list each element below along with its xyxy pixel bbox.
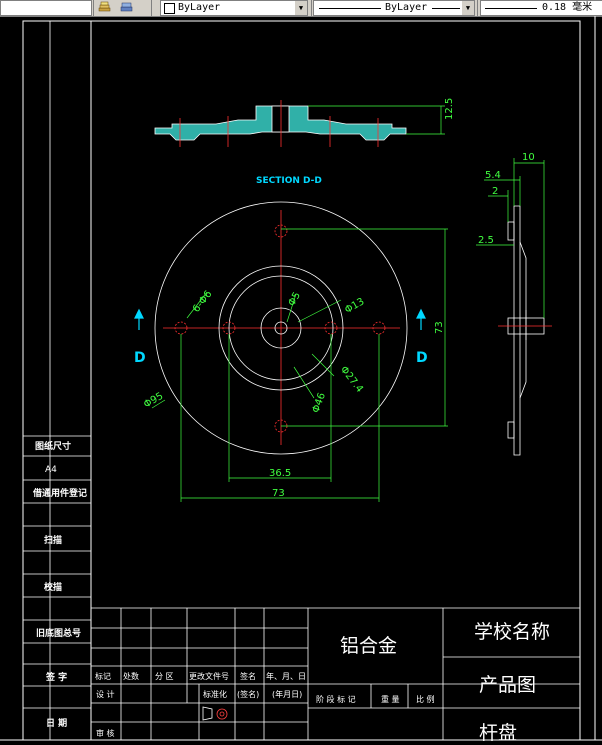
color-control-dropdown[interactable]: ByLayer ▼	[160, 0, 308, 16]
dim-outer-text: Φ95	[142, 391, 165, 411]
revision-col-mark: 标记	[95, 671, 111, 681]
toolbar-separator	[311, 0, 312, 16]
dim-holes-text: 6-Φ6	[191, 289, 215, 315]
dim-vertical-text: 73	[434, 321, 445, 334]
linetype-sample-line	[319, 8, 381, 9]
toolbar-separator	[151, 0, 152, 16]
drawing-size-label: 图纸尺寸	[35, 440, 71, 452]
linetype-sample-line-right	[432, 8, 460, 9]
layer-stack-icon[interactable]	[98, 1, 111, 13]
left-side-strip	[23, 21, 91, 740]
section-arrow-right-icon	[416, 308, 426, 330]
revision-col-date: 年、月、日	[266, 671, 306, 681]
trace-label: 扫描	[44, 534, 62, 546]
revision-col-doc: 更改文件号	[189, 671, 229, 681]
plan-view: 6-Φ6 Φ5 Φ13 Φ27.4 Φ46 Φ95 73 36.5 73 D D	[134, 201, 448, 502]
review-label: 审 核	[96, 728, 115, 738]
drawing-canvas[interactable]: 图纸尺寸 A4 借通用件登记 扫描 校描 旧底图总号 签 字 日 期 标记 处数…	[0, 16, 602, 745]
dim-d46-text: Φ46	[311, 391, 328, 414]
outer-circle	[154, 201, 408, 455]
color-control-value: ByLayer	[178, 2, 221, 13]
material-text: 铝合金	[340, 635, 397, 657]
projection-symbol-icon	[202, 706, 228, 721]
part-name-text: 杆盘	[479, 722, 517, 744]
date-label: 日 期	[46, 717, 67, 729]
dim-bore-text: Φ5	[286, 290, 303, 308]
lineweight-control-dropdown[interactable]: 0.18 毫米	[480, 0, 602, 16]
bore-circle	[274, 321, 288, 335]
signature-label: 签 字	[45, 671, 67, 683]
revision-col-zone: 分 区	[155, 672, 174, 681]
design-label: 设 计	[96, 689, 115, 699]
chevron-down-icon[interactable]: ▼	[462, 1, 474, 15]
lineweight-control-value: 0.18 毫米	[542, 2, 593, 13]
properties-toolbar: ByLayer ▼ ByLayer ▼ 0.18 毫米	[0, 0, 602, 17]
title-block-grid	[91, 607, 580, 740]
ring-outer	[218, 265, 344, 391]
section-label-text: SECTION D-D	[256, 176, 322, 186]
scale-label: 比 例	[416, 694, 435, 704]
dim-side-b-text: 2	[492, 186, 498, 197]
proof-label: 校描	[44, 581, 62, 593]
dim-thickness-text: 12.5	[444, 98, 455, 120]
dim-73-text: 73	[272, 488, 285, 499]
revision-col-sign: 签名	[240, 671, 256, 681]
lineweight-sample-line	[485, 8, 537, 9]
color-swatch	[164, 3, 175, 14]
standardize-label: 标准化	[203, 689, 227, 699]
linetype-control-value: ByLayer	[385, 2, 428, 13]
view-marker-left: D	[134, 350, 146, 366]
dim-d274-text: Φ27.4	[338, 364, 365, 395]
section-arrow-left-icon	[134, 308, 144, 330]
drawing-size-value: A4	[45, 465, 57, 475]
toolbar-separator	[477, 0, 478, 16]
sign-label: (签名)	[237, 689, 259, 699]
dim-side-c-text: 2.5	[478, 235, 494, 246]
date-paren-label: (年月日)	[272, 689, 302, 699]
weight-label: 重 量	[381, 694, 400, 704]
linetype-control-dropdown[interactable]: ByLayer ▼	[313, 0, 475, 16]
borrowed-parts-label: 借通用件登记	[32, 487, 87, 499]
school-name-text: 学校名称	[474, 621, 550, 643]
chevron-down-icon[interactable]: ▼	[295, 1, 307, 15]
side-view: 10 5.4 2 2.5	[476, 152, 552, 456]
layer-previous-icon[interactable]	[120, 1, 133, 13]
dim-365-text: 36.5	[269, 468, 291, 479]
ring-inner	[228, 275, 334, 381]
dim-side-a-text: 5.4	[485, 170, 501, 181]
view-marker-right: D	[416, 350, 428, 366]
stage-mark-label: 阶 段 标 记	[316, 694, 356, 704]
dim-side-top-text: 10	[522, 152, 535, 163]
revision-col-count: 处数	[123, 671, 139, 681]
toolbar-separator	[93, 0, 94, 16]
section-view: 12.5	[154, 98, 455, 147]
toolbar-left-dropdown[interactable]	[0, 0, 92, 16]
hub-circle	[260, 307, 302, 349]
old-drawing-number-label: 旧底图总号	[36, 627, 81, 639]
product-type-text: 产品图	[479, 674, 536, 696]
bolt-holes	[174, 224, 386, 433]
dim-inner-text: Φ13	[343, 296, 366, 316]
